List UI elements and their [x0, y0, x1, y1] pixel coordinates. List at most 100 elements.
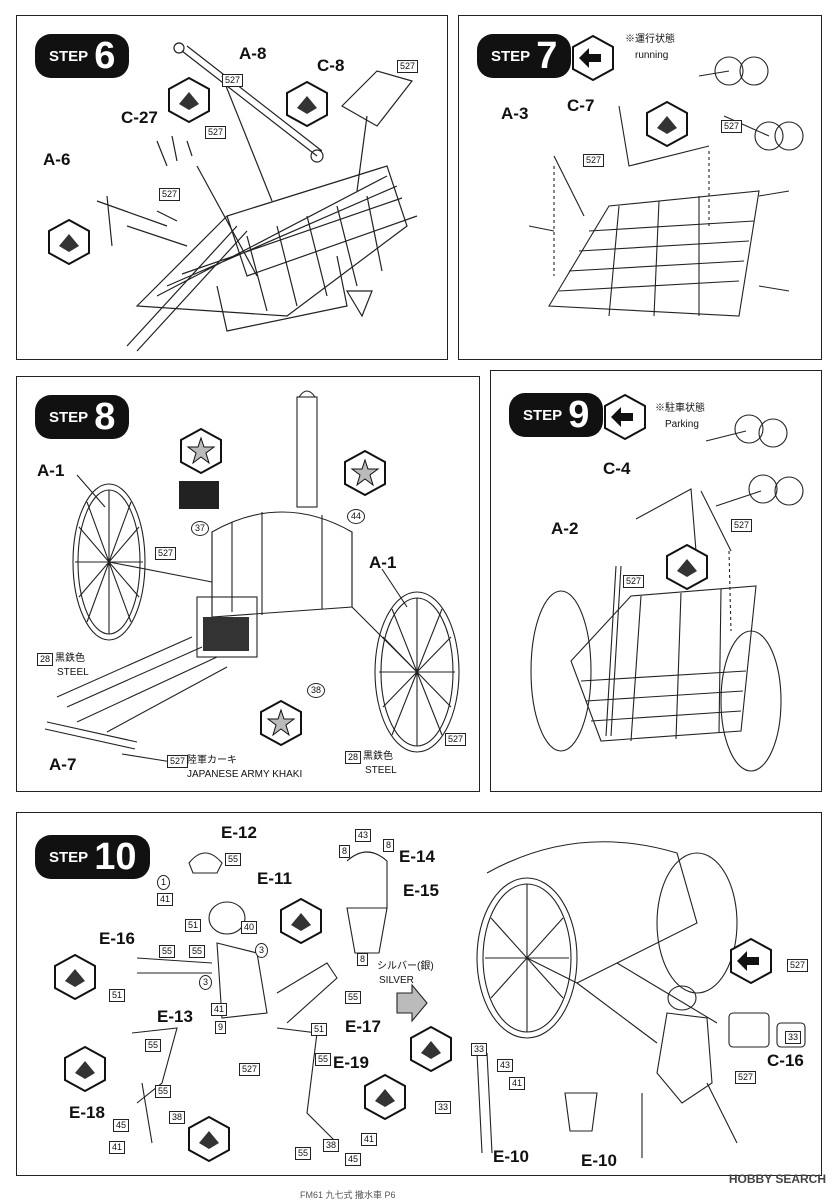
- choice-icon: [730, 937, 772, 985]
- cement-icon: [646, 100, 688, 148]
- paint-code: 51: [311, 1023, 328, 1036]
- paint-code: 43: [497, 1059, 514, 1072]
- part-label: E-16: [99, 929, 135, 948]
- part-label: A-1: [369, 553, 397, 572]
- color-callout-en: SILVER: [379, 975, 414, 986]
- paint-code: 3: [199, 975, 213, 990]
- cement-icon: [188, 1115, 230, 1163]
- part-label: E-18: [69, 1103, 105, 1122]
- part-label: C-27: [121, 108, 158, 127]
- cement-icon: [48, 218, 90, 266]
- part-label: A-3: [501, 104, 529, 123]
- paint-code: 527: [787, 959, 809, 972]
- part-label: E-10: [493, 1147, 529, 1166]
- paint-code: 527: [445, 733, 467, 746]
- page-footer: FM61 九七式 撒水車 P6: [300, 1190, 396, 1200]
- decal-image: [179, 481, 219, 509]
- paint-code: 33: [785, 1031, 802, 1044]
- color-callout-en: JAPANESE ARMY KHAKI: [187, 769, 303, 780]
- paint-code: 9: [215, 1021, 227, 1034]
- star-marking-icon: [344, 449, 386, 497]
- paint-code: 8: [383, 839, 395, 852]
- part-label: C-7: [567, 96, 595, 115]
- part-label: E-15: [403, 881, 439, 900]
- paint-code: 51: [109, 989, 126, 1002]
- paint-code: 55: [295, 1147, 312, 1160]
- part-label: A-7: [49, 755, 77, 774]
- watermark: HOBBY SEARCH: [728, 1172, 826, 1186]
- color-callout-en: STEEL: [365, 765, 397, 776]
- part-label: A-2: [551, 519, 579, 538]
- paint-code: 1: [157, 875, 171, 890]
- part-label: E-13: [157, 1007, 193, 1026]
- paint-code: 51: [185, 919, 202, 932]
- part-label: E-17: [345, 1017, 381, 1036]
- paint-code: 41: [109, 1141, 126, 1154]
- step-8-drawing: [44, 390, 460, 763]
- part-label: C-8: [317, 56, 345, 75]
- part-label: C-16: [767, 1051, 804, 1070]
- step-9-drawing: [530, 414, 804, 772]
- paint-code: 33: [435, 1101, 452, 1114]
- paint-code: 527: [167, 755, 189, 768]
- paint-code: 45: [113, 1119, 130, 1132]
- part-label: E-11: [257, 869, 292, 888]
- paint-code: 55: [189, 945, 206, 958]
- star-marking-icon: [180, 427, 222, 475]
- color-callout-jp: 陸軍カーキ: [187, 755, 237, 766]
- part-label: A-8: [239, 44, 267, 63]
- mode-note: ※運行状態: [625, 34, 675, 45]
- paint-code: 44: [347, 509, 366, 524]
- paint-code: 55: [159, 945, 176, 958]
- cement-icon: [410, 1025, 452, 1073]
- paint-code: 38: [323, 1139, 340, 1152]
- color-callout-jp: 黒鉄色: [363, 751, 393, 762]
- paint-code: 527: [397, 60, 419, 73]
- paint-code: 28: [37, 653, 54, 666]
- step-10-drawing: [131, 841, 806, 1158]
- part-label: A-1: [37, 461, 65, 480]
- paint-code: 55: [345, 991, 362, 1004]
- paint-code: 41: [509, 1077, 526, 1090]
- paint-code: 38: [307, 683, 326, 698]
- cement-icon: [364, 1073, 406, 1121]
- paint-code: 3: [255, 943, 269, 958]
- mode-note: ※駐車状態: [655, 403, 705, 414]
- paint-code: 38: [169, 1111, 186, 1124]
- star-marking-icon: [260, 699, 302, 747]
- paint-code: 28: [345, 751, 362, 764]
- paint-code: 527: [222, 74, 244, 87]
- paint-code: 37: [191, 521, 210, 536]
- paint-code: 8: [339, 845, 351, 858]
- part-label: E-14: [399, 847, 435, 866]
- paint-code: 527: [159, 188, 181, 201]
- mode-note-en: running: [635, 50, 669, 61]
- paint-code: 527: [721, 120, 743, 133]
- color-callout-en: STEEL: [57, 667, 89, 678]
- part-label: C-4: [603, 459, 631, 478]
- part-label: E-12: [221, 823, 257, 842]
- paint-code: 40: [241, 921, 258, 934]
- paint-code: 55: [225, 853, 242, 866]
- paint-code: 527: [155, 547, 177, 560]
- paint-code: 43: [355, 829, 372, 842]
- choice-icon: [572, 34, 614, 82]
- paint-code: 527: [735, 1071, 757, 1084]
- decal-image: [203, 617, 249, 651]
- paint-code: 55: [315, 1053, 332, 1066]
- paint-code: 527: [731, 519, 753, 532]
- color-callout-jp: シルバー(銀): [377, 961, 434, 972]
- step-6-drawing: [96, 42, 418, 352]
- part-label: A-6: [43, 150, 71, 169]
- paint-code: 41: [211, 1003, 228, 1016]
- cement-icon: [54, 953, 96, 1001]
